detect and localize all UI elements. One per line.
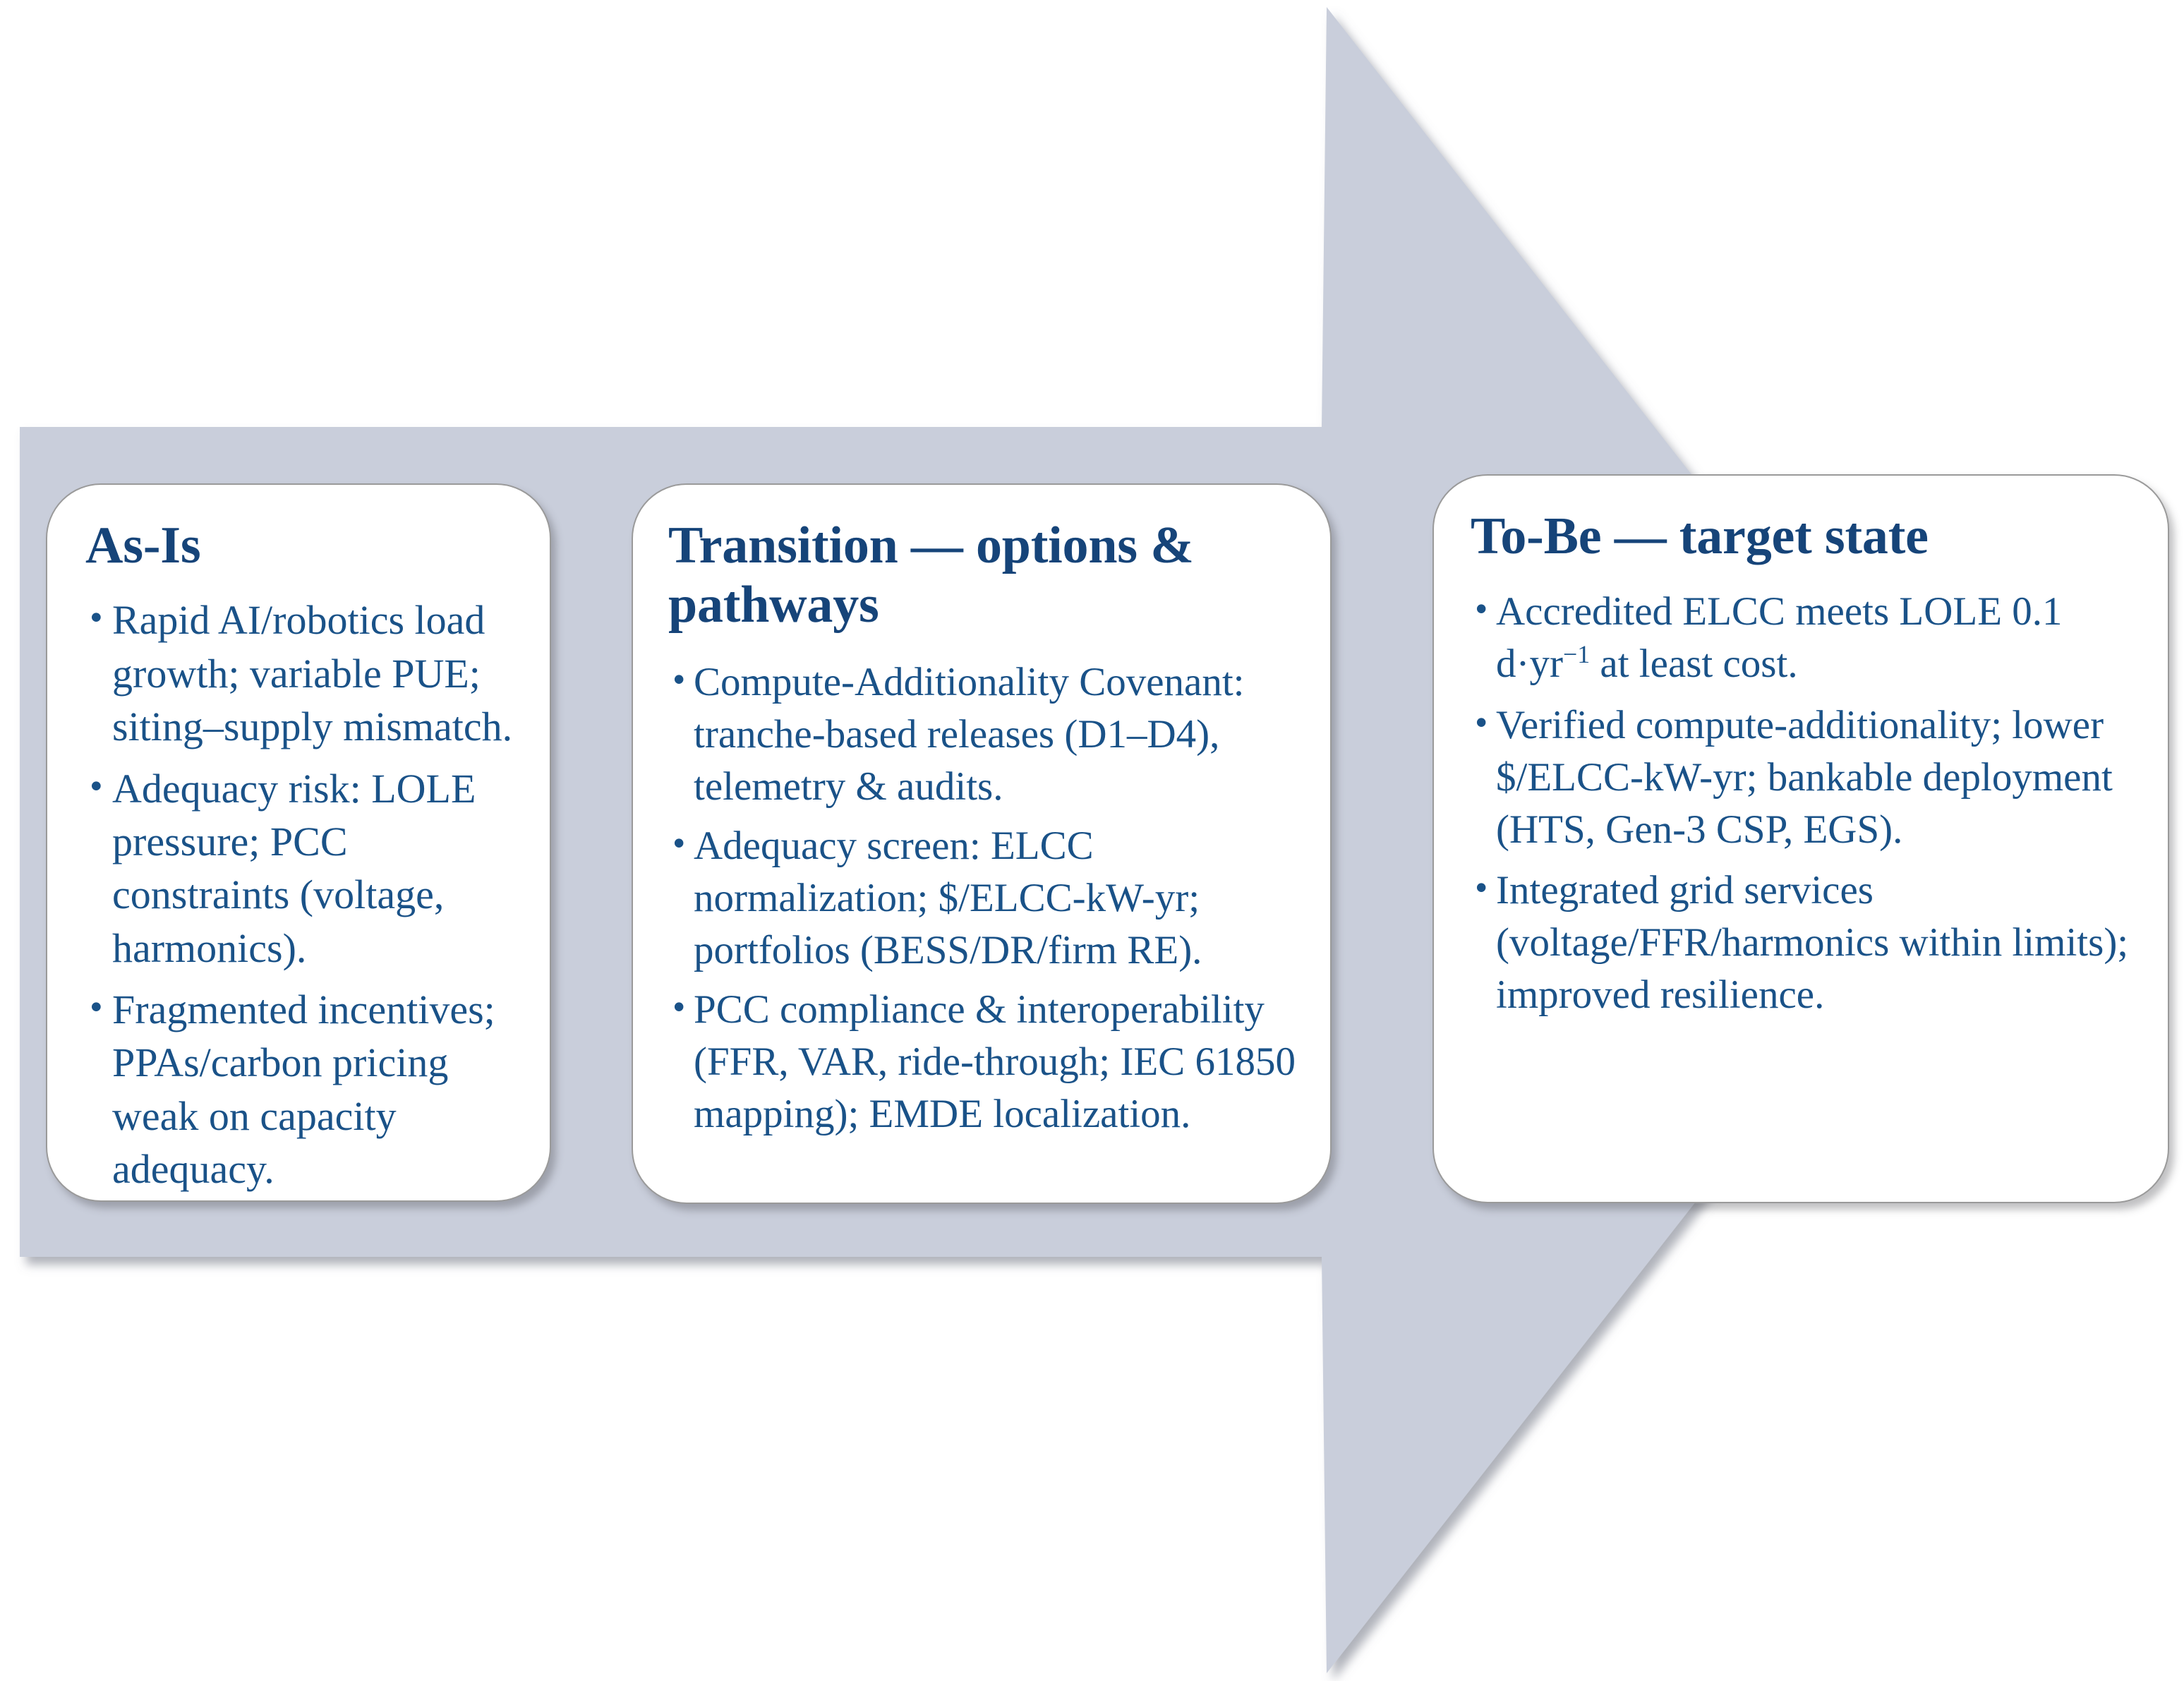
bullet-text: PCC compliance & interoperability (FFR, … <box>694 987 1296 1137</box>
list-item: Rapid AI/robotics load growth; variable … <box>85 593 517 753</box>
bullet-text: Rapid AI/robotics load growth; variable … <box>112 597 513 750</box>
list-item: Integrated grid services (voltage/FFR/ha… <box>1471 864 2142 1021</box>
bullet-text-before: Accredited ELCC meets LOLE 0.1 d·yr <box>1496 589 2063 687</box>
bullet-text: Adequacy risk: LOLE pressure; PCC constr… <box>112 765 476 971</box>
list-item: PCC compliance & interoperability (FFR, … <box>668 983 1302 1140</box>
list-item: Compute-Additionality Covenant: tranche-… <box>668 656 1302 813</box>
bullet-text-after: at least cost. <box>1590 641 1798 687</box>
bullet-superscript: −1 <box>1562 640 1591 669</box>
card-to-be-bullet-list: Accredited ELCC meets LOLE 0.1 d·yr−1 at… <box>1471 585 2142 1021</box>
bullet-text: Integrated grid services (voltage/FFR/ha… <box>1496 867 2129 1018</box>
list-item: Adequacy screen: ELCC normalization; $/E… <box>668 819 1302 977</box>
bullet-text: Fragmented incentives; PPAs/carbon prici… <box>112 987 495 1193</box>
card-as-is: As-Is Rapid AI/robotics load growth; var… <box>46 483 551 1202</box>
list-item: Verified compute-additionality; lower $/… <box>1471 699 2142 856</box>
card-to-be-title: To-Be — target state <box>1471 507 1929 565</box>
list-item: Fragmented incentives; PPAs/carbon prici… <box>85 982 517 1196</box>
card-as-is-bullet-list: Rapid AI/robotics load growth; variable … <box>85 593 517 1196</box>
bullet-text: Adequacy screen: ELCC normalization; $/E… <box>694 824 1202 973</box>
bullet-text: Compute-Additionality Covenant: tranche-… <box>694 659 1245 809</box>
card-transition-bullet-list: Compute-Additionality Covenant: tranche-… <box>668 656 1302 1141</box>
bullet-text: Verified compute-additionality; lower $/… <box>1496 702 2113 852</box>
card-as-is-title: As-Is <box>85 517 201 574</box>
card-transition-title: Transition — options & pathways <box>668 517 1194 634</box>
card-to-be: To-Be — target state Accredited ELCC mee… <box>1432 474 2169 1203</box>
card-transition: Transition — options & pathways Compute-… <box>632 483 1332 1204</box>
list-item: Adequacy risk: LOLE pressure; PCC constr… <box>85 761 517 975</box>
list-item: Accredited ELCC meets LOLE 0.1 d·yr−1 at… <box>1471 585 2142 690</box>
